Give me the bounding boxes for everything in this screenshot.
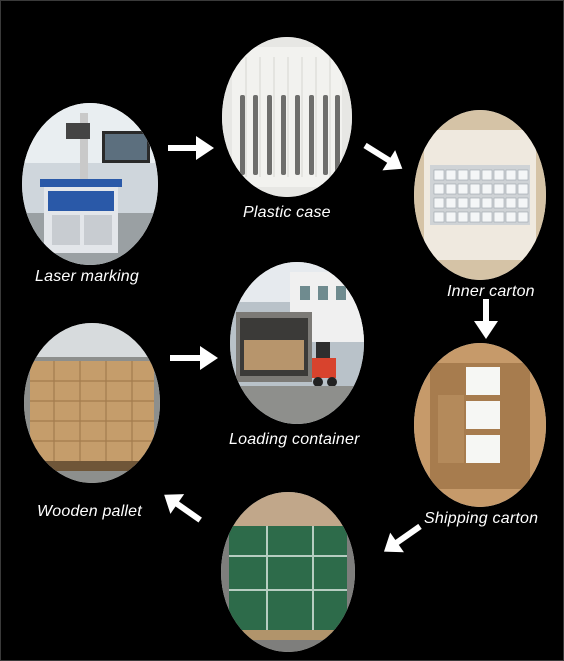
arrow-up-left-icon bbox=[160, 490, 206, 526]
arrow-down-icon bbox=[472, 299, 500, 341]
arrow-right-icon bbox=[168, 134, 216, 162]
arrow-right-icon-2 bbox=[170, 344, 220, 372]
caption-plastic-case: Plastic case bbox=[243, 204, 331, 221]
inner-carton-photo bbox=[414, 110, 546, 280]
caption-wooden-pallet: Wooden pallet bbox=[37, 503, 142, 520]
caption-inner-carton: Inner carton bbox=[447, 283, 535, 300]
plastic-case-photo bbox=[222, 37, 352, 197]
wooden-pallet-photo bbox=[24, 323, 160, 483]
caption-loading-container: Loading container bbox=[229, 431, 360, 448]
wrapped-pallet-photo bbox=[221, 492, 355, 652]
caption-laser-marking: Laser marking bbox=[35, 268, 139, 285]
caption-shipping-carton: Shipping carton bbox=[424, 510, 539, 527]
arrow-down-right-icon bbox=[362, 140, 408, 174]
laser-marking-photo bbox=[22, 103, 158, 265]
arrow-down-left-icon bbox=[378, 520, 426, 558]
loading-container-photo bbox=[230, 262, 364, 424]
shipping-carton-photo bbox=[414, 343, 546, 507]
